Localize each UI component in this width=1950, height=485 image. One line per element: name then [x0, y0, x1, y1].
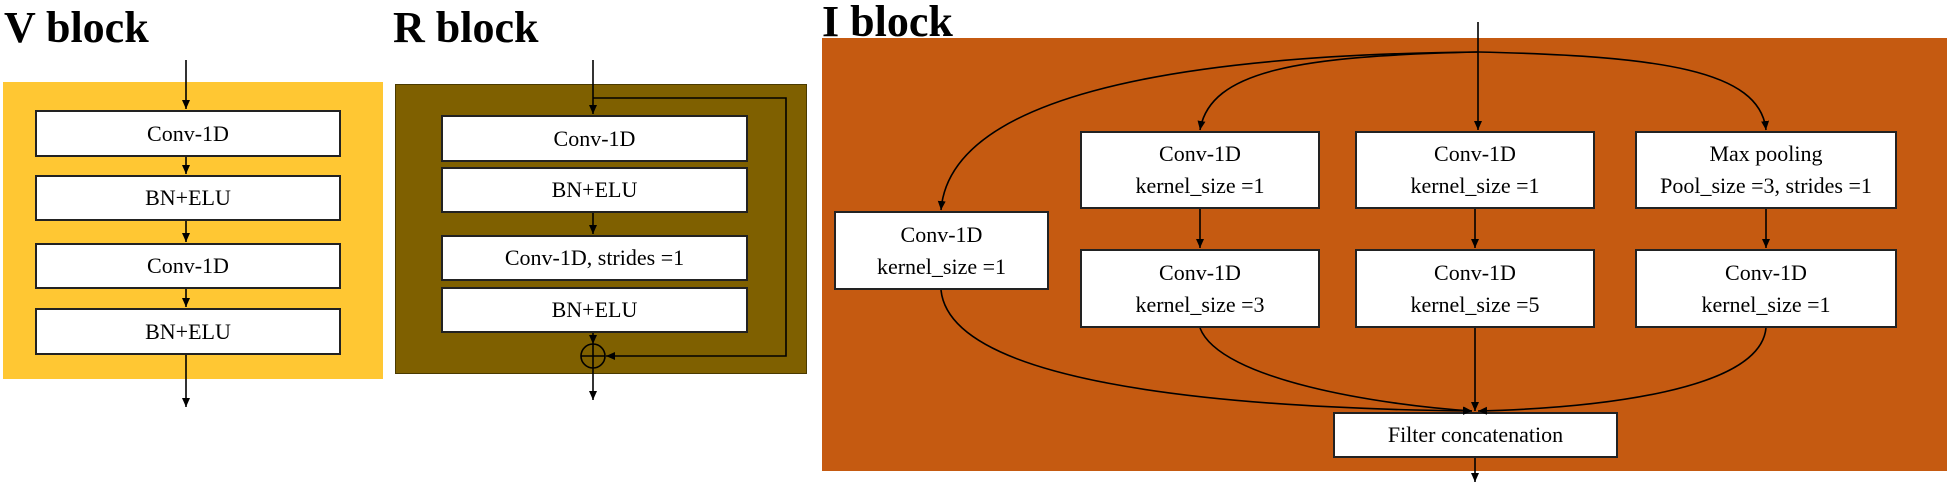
i-filter-concatenation-label: Filter concatenation	[1387, 422, 1564, 447]
v-conv1d-box: Conv-1D	[35, 110, 341, 157]
v-block-title: V block	[4, 3, 149, 52]
v-bn-elu-label-2: BN+ELU	[145, 318, 231, 344]
i-branch3-top-box: Conv-1D kernel_size =1	[1355, 131, 1595, 209]
i-max-pooling-line1: Max pooling	[1709, 141, 1823, 166]
i-branch4-bottom-line1: Conv-1D	[1725, 259, 1807, 285]
i-branch2-top-line1: Conv-1D	[1159, 141, 1241, 166]
v-conv1d-label: Conv-1D	[147, 120, 229, 146]
r-skip-connection	[593, 97, 787, 360]
r-block-title: R block	[393, 3, 539, 52]
i-branch3-bottom-line1: Conv-1D	[1434, 259, 1516, 285]
i-branch2-bottom-box: Conv-1D kernel_size =3	[1080, 249, 1320, 328]
i-max-pooling-line2: Pool_size =3, strides =1	[1660, 173, 1872, 198]
i-branch2-to-concat	[1199, 327, 1473, 415]
i-filter-concatenation-box: Filter concatenation	[1333, 412, 1618, 458]
r-conv1d-box: Conv-1D	[441, 115, 748, 162]
r-conv1d-strides-box: Conv-1D, strides =1	[441, 235, 748, 281]
i-branch4-bottom-box: Conv-1D kernel_size =1	[1635, 249, 1897, 328]
i-branch3-bottom-box: Conv-1D kernel_size =5	[1355, 249, 1595, 328]
v-bn-elu-label: BN+ELU	[145, 185, 231, 210]
i-branch2-curve	[1197, 51, 1479, 131]
i-branch3-top-line2: kernel_size =1	[1410, 173, 1540, 198]
i-branch2-top-line2: kernel_size =1	[1135, 173, 1265, 198]
r-conv1d-strides-label: Conv-1D, strides =1	[504, 245, 685, 270]
i-branch4-to-concat	[1477, 327, 1767, 415]
r-bn-elu-box: BN+ELU	[441, 167, 748, 213]
i-branch2-bottom-line1: Conv-1D	[1159, 259, 1241, 285]
v-conv1d-box-2: Conv-1D	[35, 243, 341, 289]
i-branch3-top-line1: Conv-1D	[1434, 141, 1516, 166]
i-left-conv1d-box: Conv-1D kernel_size =1	[834, 211, 1049, 290]
i-left-conv1d-line2: kernel_size =1	[876, 253, 1007, 279]
r-bn-elu-label: BN+ELU	[551, 177, 638, 202]
i-left-conv1d-line1: Conv-1D	[900, 221, 983, 247]
i-branch2-top-box: Conv-1D kernel_size =1	[1080, 131, 1320, 209]
i-left-branch-curve	[937, 51, 1479, 211]
i-left-to-concat	[940, 289, 1473, 415]
i-branch4-curve	[1477, 51, 1770, 131]
r-bn-elu-label-2: BN+ELU	[551, 297, 638, 322]
i-branch4-bottom-line2: kernel_size =1	[1701, 291, 1831, 317]
i-block-title: I block	[822, 0, 953, 46]
i-branch3-bottom-line2: kernel_size =5	[1410, 291, 1540, 317]
i-max-pooling-box: Max pooling Pool_size =3, strides =1	[1635, 131, 1897, 209]
v-bn-elu-box-2: BN+ELU	[35, 308, 341, 355]
r-bn-elu-box-2: BN+ELU	[441, 287, 748, 333]
i-branch2-bottom-line2: kernel_size =3	[1135, 291, 1265, 317]
v-bn-elu-box: BN+ELU	[35, 175, 341, 221]
v-conv1d-label-2: Conv-1D	[147, 253, 229, 278]
r-conv1d-label: Conv-1D	[553, 125, 636, 151]
